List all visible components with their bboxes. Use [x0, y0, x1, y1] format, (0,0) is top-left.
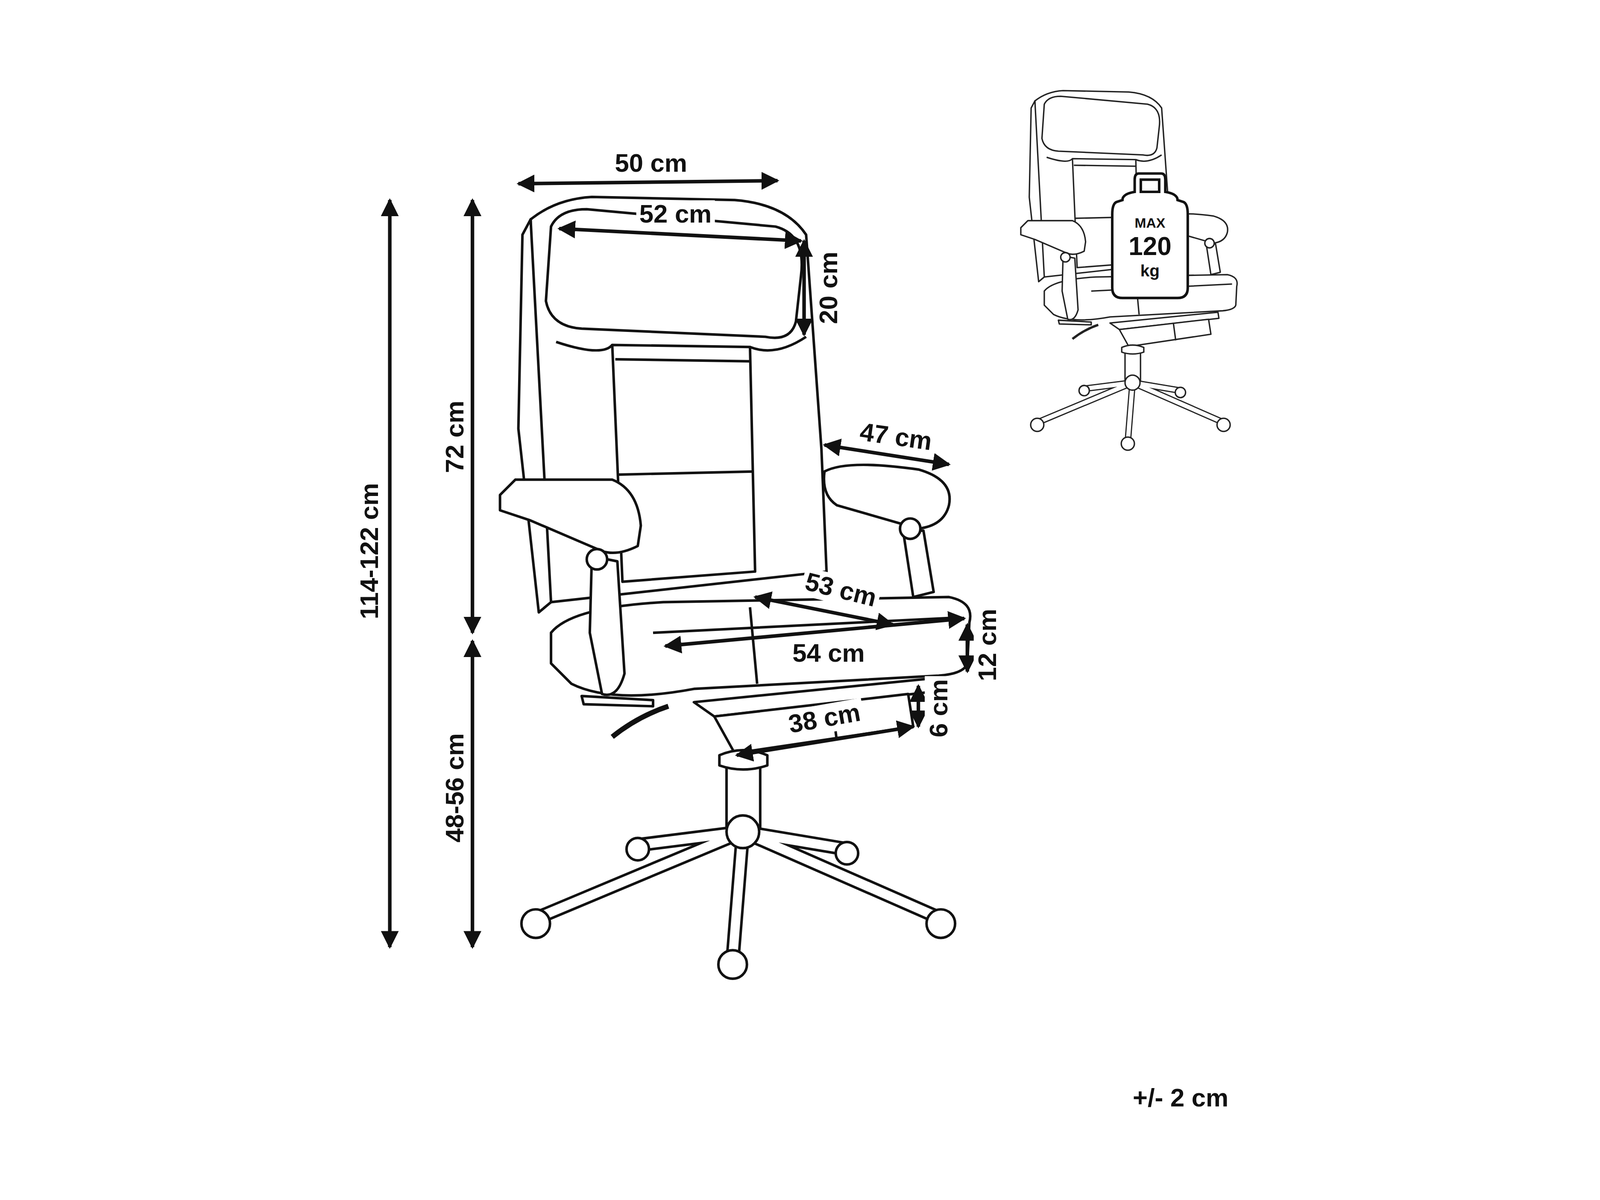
weight-text: MAX [1110, 216, 1190, 230]
dimension-arrows [389, 180, 968, 947]
weight-icon: MAX 120 kg [1110, 169, 1190, 301]
dimension-label: 54 cm [789, 638, 868, 668]
weight-text: kg [1110, 261, 1190, 279]
dimension-label: 72 cm [441, 397, 470, 477]
dimension-label: 114-122 cm [355, 479, 384, 622]
chair-drawing [500, 196, 971, 979]
dimension-label: 48-56 cm [441, 729, 470, 846]
dimension-label: 20 cm [814, 248, 843, 328]
tolerance-note: +/- 2 cm [1129, 1084, 1232, 1113]
dimension-label: 52 cm [636, 200, 716, 229]
weight-text: 120 [1110, 233, 1190, 259]
chair-thumbnail [1020, 90, 1237, 451]
dimension-label: 12 cm [973, 605, 1003, 685]
dimension-label: 50 cm [611, 149, 691, 178]
dimension-label: 6 cm [924, 676, 953, 741]
